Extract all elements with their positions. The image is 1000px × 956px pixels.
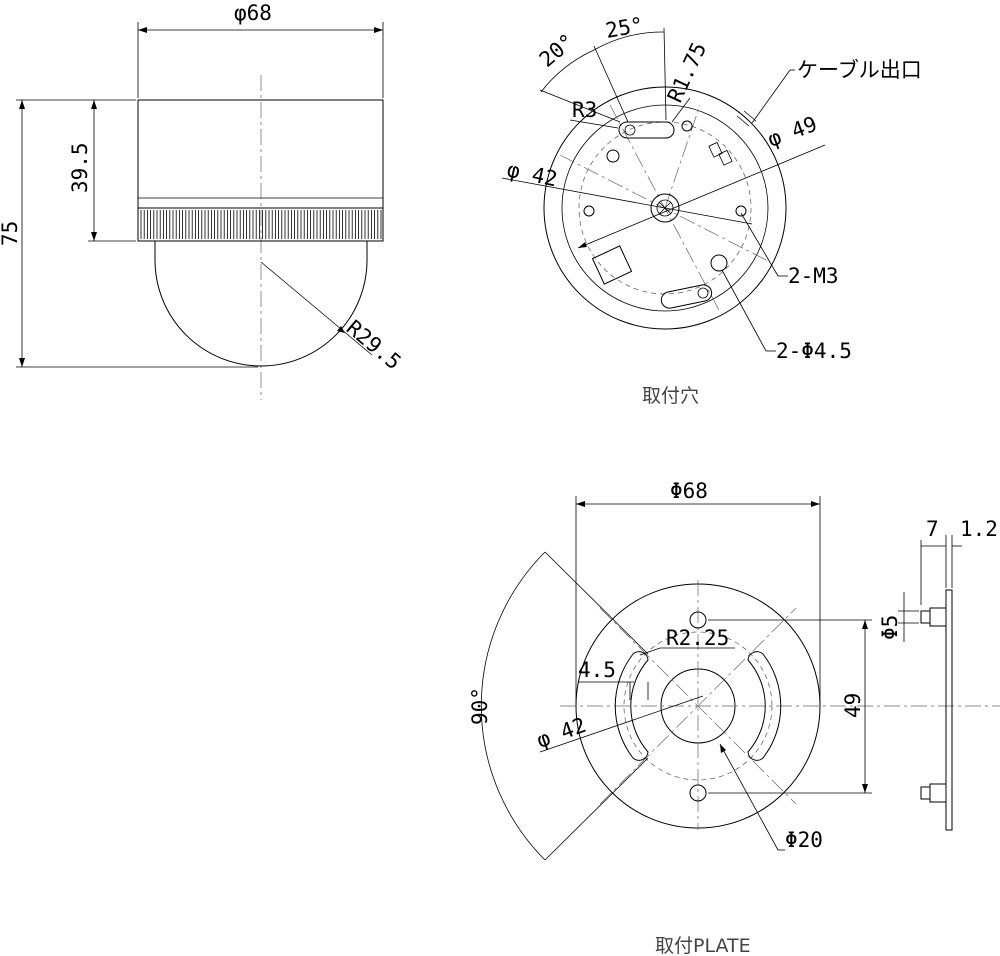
dim-diameter-68: φ68: [234, 1, 272, 25]
dim-plate-diameter-42: φ 42: [534, 713, 590, 753]
dim-pitch-49: 49: [841, 693, 865, 718]
mounting-hole-view: 20° 25° R1.75 R3 ケーブル出口 φ 49 φ 42 2-M3 2…: [501, 13, 922, 407]
side-view: φ68 39.5 75 R29.5: [0, 1, 406, 400]
dim-plate-diameter-68: Φ68: [670, 479, 708, 503]
caption-mounting-holes: 取付穴: [642, 385, 699, 407]
camera-body: [137, 99, 384, 209]
dim-slot-radius: R1.75: [663, 39, 711, 106]
dim-angle-90: 90°: [468, 687, 492, 725]
plate-profile: [945, 589, 953, 831]
dim-diameter-49: φ 49: [765, 112, 821, 152]
mounting-plate-view: Φ68 90° R2.25 4.5 φ 42 49 Φ20: [468, 479, 1000, 956]
label-cable-exit: ケーブル出口: [797, 58, 922, 82]
caption-mounting-plate: 取付PLATE: [655, 935, 751, 956]
label-2-phi-4-5: 2-Φ4.5: [776, 339, 852, 363]
dim-angle-20: 20°: [535, 29, 579, 72]
dim-height-75: 75: [0, 221, 22, 246]
dim-pin-diameter-5: Φ5: [878, 615, 902, 640]
dim-plate-radius: R2.25: [666, 626, 729, 650]
dim-slot-width: 4.5: [578, 658, 616, 682]
dim-center-hole-20: Φ20: [785, 828, 823, 852]
label-2-m3: 2-M3: [788, 264, 839, 288]
dome: [154, 241, 368, 367]
dim-dome-radius: R29.5: [342, 315, 406, 374]
dim-diameter-42: φ 42: [505, 157, 559, 191]
dim-angle-25: 25°: [604, 13, 646, 43]
dim-7: 7: [926, 517, 939, 541]
dim-height-39-5: 39.5: [68, 142, 92, 193]
dim-radius-r3: R3: [572, 98, 597, 122]
knurled-ring: [137, 207, 384, 242]
dim-1-2: 1.2: [960, 517, 998, 541]
